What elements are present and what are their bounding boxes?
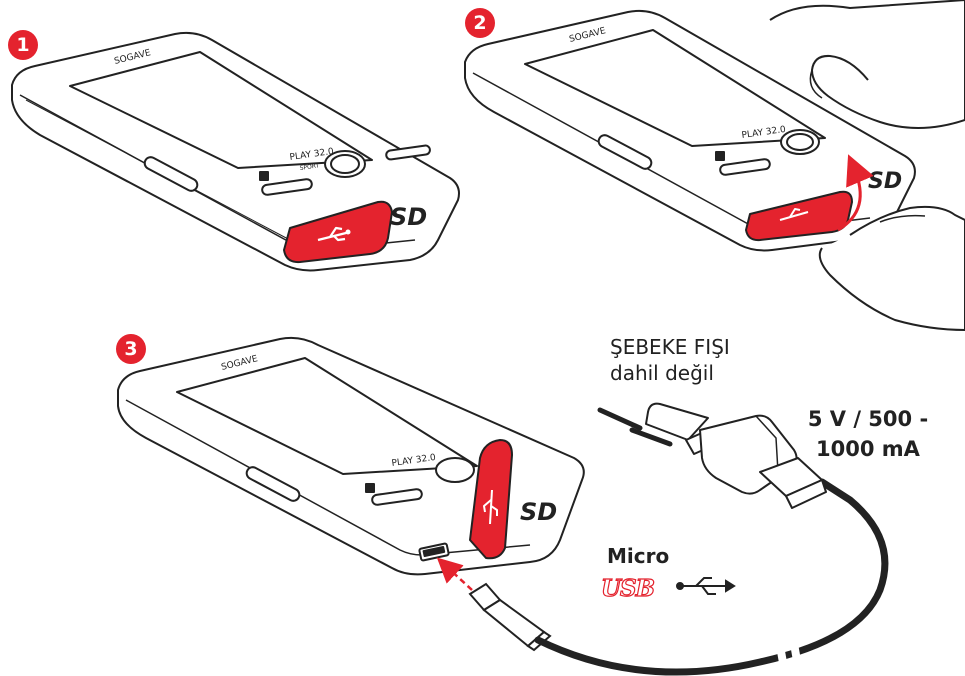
device-model-sub: SPORT xyxy=(299,162,320,172)
step3-device: SOGAVE PLAY 32.0 SD xyxy=(117,336,585,576)
usb-trident-icon-2 xyxy=(779,208,809,221)
micro-label: Micro xyxy=(607,544,670,568)
usb-cover-red xyxy=(283,200,393,264)
step-2-badge: 2 xyxy=(465,8,495,38)
sd-logo-2: SD xyxy=(868,169,902,194)
step-3-badge: 3 xyxy=(116,334,146,364)
power-spec-line2: 1000 mA xyxy=(816,437,920,461)
sd-logo: SD xyxy=(390,203,427,231)
plug-note-line2: dahil değil xyxy=(610,361,714,385)
step1-device: SOGAVE PLAY 32.0 SPORT SD xyxy=(11,31,460,272)
power-spec-line1: 5 V / 500 - xyxy=(807,407,929,431)
usb-symbol-icon xyxy=(676,577,736,595)
open-arrow-icon xyxy=(837,154,874,232)
power-spec: 5 V / 500 - 1000 mA xyxy=(793,404,943,464)
sd-logo-3: SD xyxy=(520,498,557,526)
wall-plug-icon xyxy=(597,402,827,509)
step2-device: SOGAVE PLAY 32.0 SD xyxy=(464,0,965,331)
step-1-badge: 1 xyxy=(8,30,38,60)
charging-cable xyxy=(534,478,889,676)
usb-trident-icon-3 xyxy=(483,489,498,525)
usb-trident-icon xyxy=(317,226,351,242)
insert-arrow-icon xyxy=(436,557,473,591)
plug-note-line1: ŞEBEKE FIŞI xyxy=(610,335,730,359)
hand-lower-icon xyxy=(818,205,965,331)
plug-note: ŞEBEKE FIŞI dahil değil xyxy=(610,334,730,386)
usb-logo: USB xyxy=(600,574,655,602)
hand-icon xyxy=(769,0,965,129)
